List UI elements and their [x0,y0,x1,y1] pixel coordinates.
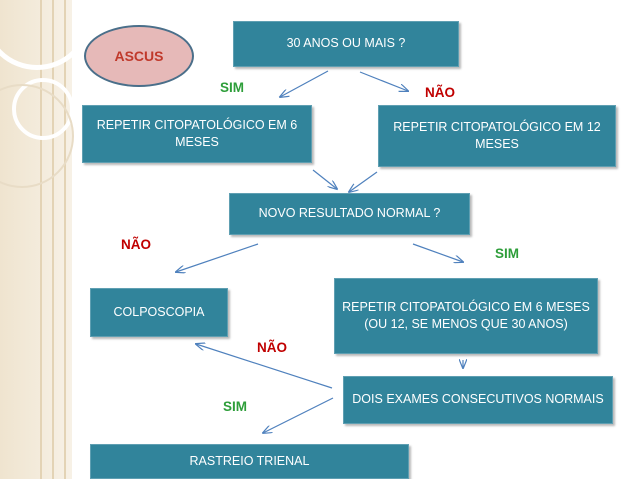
repeat-6-months-box: REPETIR CITOPATOLÓGICO EM 6 MESES [82,105,312,163]
arrow-age-to-repeat-6 [280,70,329,97]
repeat-12-months-box: REPETIR CITOPATOLÓGICO EM 12 MESES [378,105,616,167]
arrow-consecutive-to-colposcopy [196,344,333,389]
arrow-normal-to-colposcopy [176,243,259,272]
triennial-screening-box: RASTREIO TRIENAL [90,444,409,479]
arrow-consecutive-to-triennial [263,397,334,433]
sidebar-stripe [64,0,66,479]
arrow-normal-to-repeat [412,243,463,262]
label-consecutive-no: NÃO [257,340,287,355]
label-age-yes: SIM [220,80,245,95]
label-consecutive-yes: SIM [223,399,248,414]
two-normal-exams-box: DOIS EXAMES CONSECUTIVOS NORMAIS [343,376,613,424]
arrow-repeat-12-to-normal [349,171,378,192]
sidebar-stripe [52,0,54,479]
question-age-box: 30 ANOS OU MAIS ? [233,21,459,67]
repeat-6-or-12-box: REPETIR CITOPATOLÓGICO EM 6 MESES (OU 12… [334,278,598,354]
arrow-repeat-6-to-normal [312,169,337,189]
arrow-age-to-repeat-12 [359,71,408,91]
label-age-no: NÃO [425,85,455,100]
sidebar-stripe [40,0,42,479]
colposcopy-box: COLPOSCOPIA [90,288,228,337]
label-normal-yes: SIM [495,246,520,261]
label-normal-no: NÃO [121,237,151,252]
question-normal-box: NOVO RESULTADO NORMAL ? [229,193,470,235]
start-node-ascus: ASCUS [84,25,194,87]
